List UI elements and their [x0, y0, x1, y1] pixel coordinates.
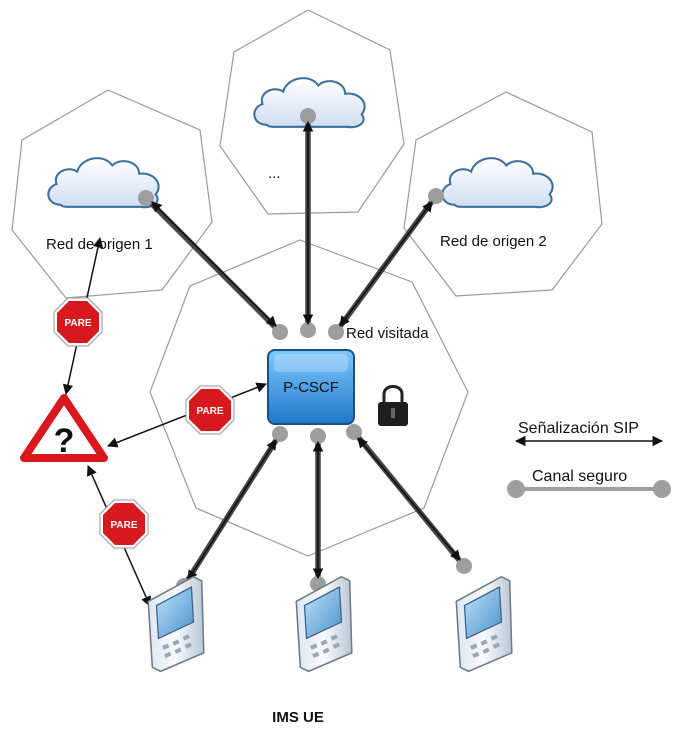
- phone-icon: [295, 575, 353, 673]
- link-pcscf-home-1: [138, 190, 288, 340]
- legend-sip-label: Señalización SIP: [518, 420, 639, 437]
- ue-label: IMS UE: [272, 709, 324, 726]
- phone-icon: [455, 575, 513, 673]
- visited-network-label: Red visitada: [346, 325, 429, 342]
- warning-icon: ?: [20, 394, 108, 462]
- link-pcscf-home-2: [328, 188, 444, 340]
- home-network-2-label: Red de origen 2: [440, 233, 547, 250]
- legend: Señalización SIP Canal seguro: [507, 420, 671, 498]
- stop-sign-label: PARE: [64, 318, 91, 329]
- home-network-1-boundary: [11, 89, 213, 299]
- legend-secure-label: Canal seguro: [532, 468, 627, 485]
- stop-sign-label: PARE: [110, 520, 137, 531]
- legend-secure-endpoint: [653, 480, 671, 498]
- legend-secure-endpoint: [507, 480, 525, 498]
- lock-icon: [378, 385, 408, 426]
- top-network-label: ...: [268, 165, 281, 182]
- link-pcscf-ue-3: [346, 424, 472, 574]
- pcscf-label: P-CSCF: [283, 379, 339, 396]
- link-pcscf-top: [300, 108, 316, 338]
- stop-sign-label: PARE: [196, 406, 223, 417]
- pcscf-node: P-CSCF: [267, 349, 355, 425]
- unknown-symbol: ?: [54, 422, 75, 460]
- home-network-2-boundary: [403, 91, 603, 297]
- stop-sign-icon: PARE: [185, 385, 235, 435]
- cloud-icon: [441, 157, 554, 209]
- stop-sign-icon: PARE: [53, 297, 103, 347]
- link-pcscf-ue-1: [176, 426, 288, 594]
- link-pcscf-ue-2: [310, 428, 326, 592]
- stop-sign-icon: PARE: [99, 499, 149, 549]
- phone-icon: [147, 575, 205, 673]
